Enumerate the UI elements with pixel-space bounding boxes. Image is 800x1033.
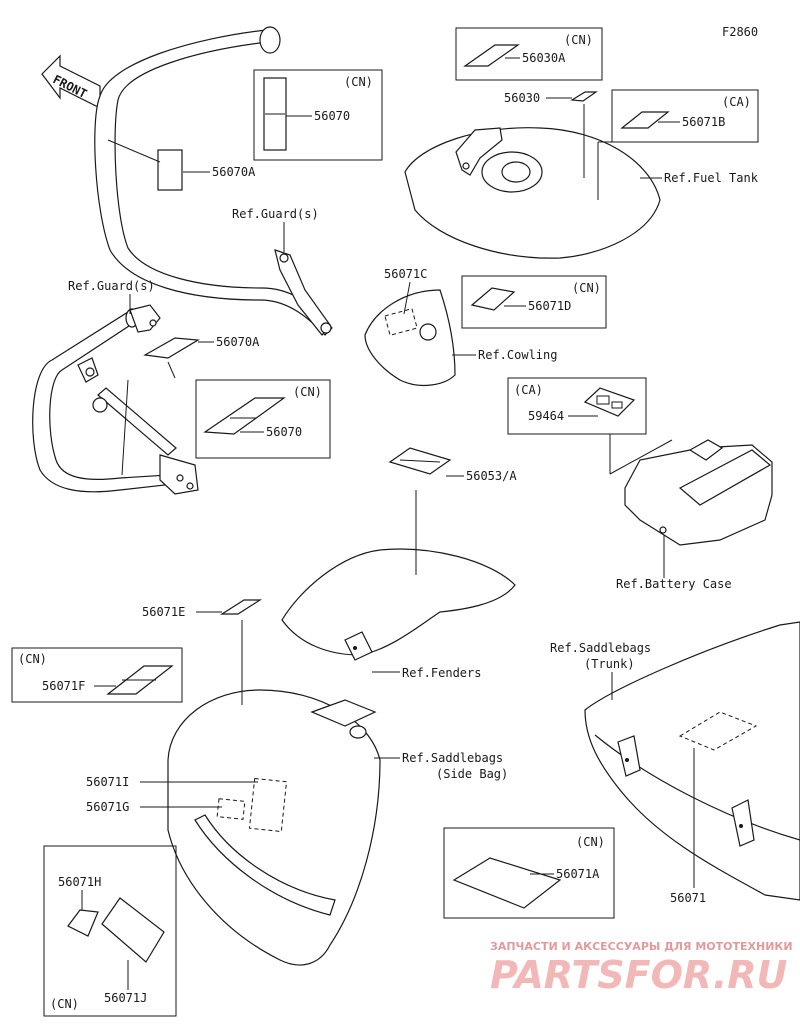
sticker-56071J-cn bbox=[101, 897, 165, 963]
label-56030[interactable]: 56030 bbox=[504, 91, 540, 105]
sticker-56071H-cn bbox=[67, 909, 99, 937]
sticker-56070A-upper bbox=[157, 149, 183, 191]
ca-tag-2: (CA) bbox=[514, 383, 543, 397]
label-56071C[interactable]: 56071C bbox=[384, 267, 427, 281]
label-56071I[interactable]: 56071I bbox=[86, 775, 129, 789]
cn-tag-6: (CN) bbox=[50, 997, 79, 1011]
label-56070-cn[interactable]: 56070 bbox=[314, 109, 350, 123]
ref-saddlebags-side-1[interactable]: Ref.Saddlebags bbox=[402, 751, 503, 765]
label-56070-lower-cn[interactable]: 56070 bbox=[266, 425, 302, 439]
guard-lower-drawing bbox=[32, 304, 199, 495]
label-56071H[interactable]: 56071H bbox=[58, 875, 101, 889]
watermark-tagline: ЗАПЧАСТИ И АКСЕССУАРЫ ДЛЯ МОТОТЕХНИКИ bbox=[490, 940, 793, 953]
sticker-56070-lower-cn bbox=[203, 397, 286, 435]
sticker-56030A-cn bbox=[463, 44, 520, 67]
label-56030A[interactable]: 56030A bbox=[522, 51, 566, 65]
cowling-drawing bbox=[364, 289, 456, 387]
diagram-code: F2860 bbox=[722, 25, 758, 39]
sticker-56071E bbox=[219, 599, 263, 615]
watermark-brand: PARTSFOR.RU bbox=[490, 953, 788, 997]
label-56070A-lower[interactable]: 56070A bbox=[216, 335, 260, 349]
label-56071B[interactable]: 56071B bbox=[682, 115, 725, 129]
sticker-56071A-cn bbox=[452, 857, 562, 909]
cn-box-56071HJ bbox=[43, 845, 177, 1017]
cn-box-56070 bbox=[253, 69, 383, 161]
label-56071E[interactable]: 56071E bbox=[142, 605, 185, 619]
sticker-56030 bbox=[570, 91, 598, 102]
cn-box-56071D bbox=[461, 275, 607, 329]
ref-cowling[interactable]: Ref.Cowling bbox=[478, 348, 557, 362]
ref-saddlebags-trunk-2[interactable]: (Trunk) bbox=[584, 657, 635, 671]
label-56071F[interactable]: 56071F bbox=[42, 679, 85, 693]
sticker-56070A-lower bbox=[143, 337, 200, 359]
cn-tag-2: (CN) bbox=[293, 385, 322, 399]
ca-tag-1: (CA) bbox=[722, 95, 751, 109]
ref-guard-lower[interactable]: Ref.Guard(s) bbox=[68, 279, 155, 293]
ref-saddlebags-trunk-1[interactable]: Ref.Saddlebags bbox=[550, 641, 651, 655]
cn-tag-1: (CN) bbox=[344, 75, 373, 89]
front-arrow-icon: FRONT bbox=[41, 54, 101, 109]
ref-guard-upper[interactable]: Ref.Guard(s) bbox=[232, 207, 319, 221]
trunk-drawing bbox=[584, 621, 800, 901]
battery-case-drawing bbox=[624, 439, 773, 546]
cn-box-56071A bbox=[443, 827, 615, 919]
cn-tag-7: (CN) bbox=[576, 835, 605, 849]
label-56071[interactable]: 56071 bbox=[670, 891, 706, 905]
guard-upper-drawing bbox=[94, 26, 333, 336]
cn-tag-5: (CN) bbox=[18, 652, 47, 666]
cn-tag-4: (CN) bbox=[572, 281, 601, 295]
label-56053A[interactable]: 56053/A bbox=[466, 469, 517, 483]
label-56070A-upper[interactable]: 56070A bbox=[212, 165, 256, 179]
ca-box-59464 bbox=[507, 377, 647, 435]
cn-tag-3: (CN) bbox=[564, 33, 593, 47]
cn-box-56030A bbox=[455, 27, 603, 81]
cn-box-56070-lower bbox=[195, 379, 331, 459]
cn-box-56071F bbox=[11, 647, 183, 703]
ref-fenders[interactable]: Ref.Fenders bbox=[402, 666, 481, 680]
sticker-56071B-ca bbox=[620, 111, 670, 129]
ref-battery-case[interactable]: Ref.Battery Case bbox=[616, 577, 732, 591]
label-56071A[interactable]: 56071A bbox=[556, 867, 600, 881]
sticker-56071D-cn bbox=[470, 287, 516, 311]
label-56071G[interactable]: 56071G bbox=[86, 800, 129, 814]
label-56071J[interactable]: 56071J bbox=[104, 991, 147, 1005]
side-bag-drawing bbox=[167, 689, 381, 966]
fuel-tank-drawing bbox=[404, 127, 661, 259]
fender-drawing bbox=[281, 548, 516, 661]
ref-fuel-tank[interactable]: Ref.Fuel Tank bbox=[664, 171, 759, 185]
label-56071D[interactable]: 56071D bbox=[528, 299, 571, 313]
ca-box-56071B bbox=[611, 89, 759, 143]
ref-saddlebags-side-2[interactable]: (Side Bag) bbox=[436, 767, 508, 781]
label-59464[interactable]: 59464 bbox=[528, 409, 564, 423]
